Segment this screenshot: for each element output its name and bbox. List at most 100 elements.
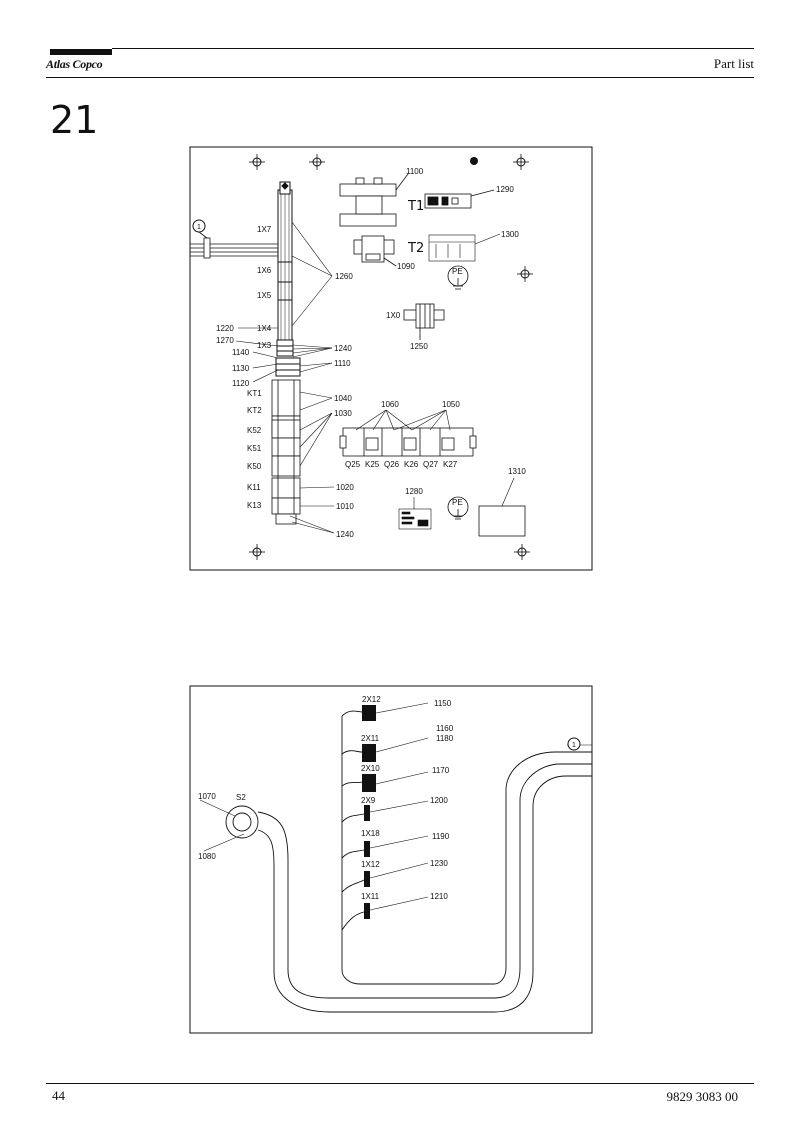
callout-1070: 1070 — [198, 792, 216, 801]
relay-column — [271, 379, 301, 525]
label-2x12: 2X12 — [362, 695, 381, 704]
label-k26: K26 — [404, 460, 419, 469]
callout-1290: 1290 — [496, 185, 514, 194]
label-q25: Q25 — [345, 460, 361, 469]
transformer-1100 — [339, 173, 409, 227]
label-1x11: 1X11 — [361, 892, 380, 901]
label-1x0: 1X0 — [386, 311, 401, 320]
callout-1250: 1250 — [410, 342, 428, 351]
label-1x7: 1X7 — [257, 225, 272, 234]
transformer-1090 — [353, 235, 397, 267]
label-1x4: 1X4 — [257, 324, 272, 333]
logo-bar — [50, 49, 112, 55]
circled-ref-1-label: 1 — [572, 742, 576, 749]
footer-rule — [46, 1083, 754, 1084]
label-kt2: KT2 — [247, 406, 262, 415]
label-2x11: 2X11 — [361, 734, 380, 743]
callout-1140: 1140 — [232, 348, 250, 357]
header-title: Part list — [713, 56, 754, 71]
callout-1310: 1310 — [508, 467, 526, 476]
callout-1050: 1050 — [442, 400, 460, 409]
label-k51: K51 — [247, 444, 262, 453]
callout-1170: 1170 — [432, 766, 450, 775]
callout-1110: 1110 — [334, 359, 351, 368]
callout-1090: 1090 — [397, 262, 415, 271]
panel-frame — [189, 146, 593, 571]
callout-1020: 1020 — [336, 483, 354, 492]
label-pe-bottom: PE — [452, 498, 463, 507]
label-1x18: 1X18 — [361, 829, 380, 838]
device-1300 — [428, 233, 501, 262]
terminal-1x0 — [403, 303, 445, 340]
pe-ground-symbol-bottom — [447, 496, 469, 520]
header-rule-bottom — [46, 77, 754, 78]
callout-1080: 1080 — [198, 852, 216, 861]
callout-1040: 1040 — [334, 394, 352, 403]
label-1x12: 1X12 — [361, 860, 380, 869]
label-q26: Q26 — [384, 460, 400, 469]
callout-1240-top: 1240 — [334, 344, 352, 353]
atlas-copco-logo: Atlas Copco — [46, 46, 112, 74]
label-1x5: 1X5 — [257, 291, 272, 300]
callout-1200: 1200 — [430, 796, 448, 805]
callout-1100: 1100 — [406, 167, 424, 176]
callout-1270: 1270 — [216, 336, 234, 345]
document-number: 9829 3083 00 — [666, 1089, 739, 1104]
label-k27: K27 — [443, 460, 458, 469]
label-kt1: KT1 — [247, 389, 262, 398]
callout-1180: 1180 — [436, 734, 454, 743]
callout-1190: 1190 — [432, 832, 450, 841]
callout-1230: 1230 — [430, 859, 448, 868]
pe-ground-symbol-top — [447, 265, 469, 290]
label-1x3: 1X3 — [257, 341, 272, 350]
registration-marks — [248, 153, 534, 561]
callout-1260: 1260 — [335, 272, 353, 281]
device-1290 — [424, 189, 495, 209]
callout-1120: 1120 — [232, 379, 250, 388]
label-plate-1280 — [398, 497, 432, 530]
callout-1160: 1160 — [436, 724, 454, 733]
label-2x9: 2X9 — [361, 796, 376, 805]
box-1310 — [478, 505, 526, 537]
label-t1: T1 — [407, 199, 424, 214]
leader-1310 — [501, 477, 515, 507]
circled-ref-1 — [567, 737, 581, 751]
callout-1060: 1060 — [381, 400, 399, 409]
logo-text: Atlas Copco — [46, 57, 103, 71]
label-pe-top: PE — [452, 267, 463, 276]
cabinet-layout-diagram: 1 — [189, 146, 593, 571]
callout-1150: 1150 — [434, 699, 452, 708]
section-number: 21 — [50, 98, 99, 142]
cable-harness — [257, 710, 592, 1013]
label-k11: K11 — [247, 483, 261, 492]
callout-1010: 1010 — [336, 502, 354, 511]
callout-1130: 1130 — [232, 364, 250, 373]
terminal-strip — [275, 181, 301, 377]
connectors — [362, 705, 376, 919]
door-frame — [189, 685, 593, 1034]
label-k50: K50 — [247, 462, 262, 471]
circled-ref-1-label: 1 — [197, 224, 201, 231]
switch-s2 — [225, 805, 259, 839]
label-t2: T2 — [407, 241, 424, 256]
motor-starters — [339, 427, 477, 457]
label-k13: K13 — [247, 501, 262, 510]
door-wiring-diagram: 1 2X12 2X11 2X10 2X9 1X18 1X12 1X11 S2 1… — [189, 685, 593, 1034]
callout-1280: 1280 — [405, 487, 423, 496]
leader-lines — [235, 221, 451, 534]
callout-1240-bottom: 1240 — [336, 530, 354, 539]
leader-lines — [199, 702, 592, 911]
label-2x10: 2X10 — [361, 764, 380, 773]
callout-1210: 1210 — [430, 892, 448, 901]
label-1x6: 1X6 — [257, 266, 272, 275]
label-q27: Q27 — [423, 460, 439, 469]
callout-1030: 1030 — [334, 409, 352, 418]
label-k52: K52 — [247, 426, 262, 435]
header-rule-top — [112, 48, 754, 49]
label-s2: S2 — [236, 793, 246, 802]
callout-1220: 1220 — [216, 324, 234, 333]
cable-bundle — [190, 231, 278, 259]
callout-1300: 1300 — [501, 230, 519, 239]
label-k25: K25 — [365, 460, 380, 469]
page-number: 44 — [52, 1088, 65, 1103]
